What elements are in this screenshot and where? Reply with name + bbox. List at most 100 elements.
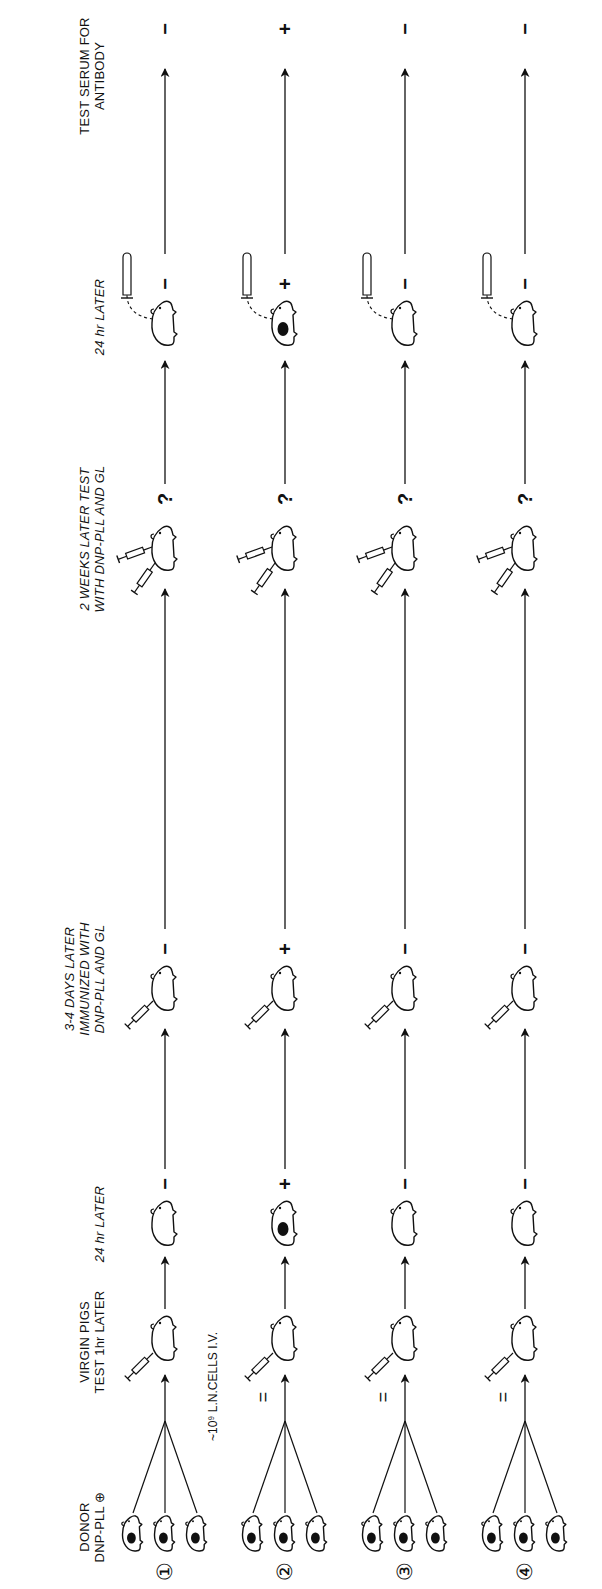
result-sign: − bbox=[394, 943, 417, 955]
flow-arrow bbox=[164, 1257, 165, 1309]
guinea-pig bbox=[271, 1201, 297, 1245]
flow-arrow bbox=[404, 69, 405, 254]
fan-line bbox=[284, 1421, 285, 1513]
stage-header: TEST SERUM FOR ANTIBODY bbox=[78, 12, 108, 140]
syringe bbox=[477, 543, 514, 563]
guinea-pig bbox=[511, 966, 537, 1010]
flow-arrow bbox=[164, 1029, 165, 1169]
guinea-pig bbox=[426, 1516, 447, 1551]
flow-arrow bbox=[284, 1257, 285, 1309]
guinea-pig bbox=[122, 1516, 143, 1551]
ditto-mark: = bbox=[253, 1392, 274, 1403]
guinea-pig bbox=[151, 966, 177, 1010]
syringe bbox=[491, 561, 518, 595]
test-tube-rim bbox=[481, 297, 493, 298]
guinea-pig bbox=[271, 301, 297, 345]
test-tube-rim bbox=[121, 297, 133, 298]
flow-arrow bbox=[284, 1029, 285, 1169]
flow-arrow bbox=[164, 589, 165, 929]
syringe bbox=[125, 998, 156, 1029]
flow-arrow bbox=[524, 1375, 525, 1421]
result-sign: ? bbox=[154, 493, 177, 505]
test-tube bbox=[483, 253, 491, 295]
guinea-pig bbox=[306, 1516, 327, 1551]
syringe bbox=[237, 543, 274, 563]
result-sign: − bbox=[394, 1178, 417, 1190]
flow-arrow bbox=[164, 1375, 165, 1421]
flow-arrow bbox=[524, 69, 525, 254]
result-sign: − bbox=[514, 1178, 537, 1190]
guinea-pig bbox=[362, 1516, 383, 1551]
fan-line bbox=[493, 1421, 525, 1513]
test-tube-rim bbox=[241, 297, 253, 298]
fan-line bbox=[165, 1421, 197, 1513]
fan-line bbox=[405, 1421, 437, 1513]
fan-line bbox=[253, 1421, 285, 1513]
flow-arrow bbox=[524, 1029, 525, 1169]
result-sign: − bbox=[154, 1178, 177, 1190]
guinea-pig bbox=[511, 1316, 537, 1360]
guinea-pig bbox=[511, 1201, 537, 1245]
test-tube bbox=[243, 253, 251, 295]
dose-note: ~10⁹ L.N.CELLS I.V. bbox=[207, 1332, 221, 1441]
test-tube-rim bbox=[361, 297, 373, 298]
flow-arrow bbox=[164, 361, 165, 484]
syringe bbox=[365, 998, 396, 1029]
guinea-pig bbox=[151, 301, 177, 345]
fan-line bbox=[404, 1421, 405, 1513]
flow-arrow bbox=[404, 361, 405, 484]
syringe bbox=[245, 998, 276, 1029]
result-sign: − bbox=[154, 278, 177, 290]
guinea-pig bbox=[391, 1316, 417, 1360]
syringe bbox=[485, 998, 516, 1029]
row-number: ① bbox=[153, 1562, 177, 1581]
flow-arrow bbox=[284, 361, 285, 484]
result-sign: − bbox=[394, 23, 417, 35]
guinea-pig bbox=[391, 1201, 417, 1245]
stage-header: VIRGIN PIGS TEST 1hr LATER bbox=[78, 1283, 108, 1401]
pig-drawings bbox=[117, 69, 567, 1551]
flow-arrow bbox=[404, 1257, 405, 1309]
row-number: ④ bbox=[513, 1562, 537, 1581]
flow-arrow bbox=[524, 589, 525, 929]
stage-header: DONOR DNP-PLL ⊕ bbox=[78, 1485, 108, 1569]
result-sign: ? bbox=[394, 493, 417, 505]
guinea-pig bbox=[546, 1516, 567, 1551]
stage-header: 3-4 DAYS LATER IMMUNIZED WITH DNP-PLL AN… bbox=[63, 910, 108, 1048]
syringe bbox=[485, 1350, 516, 1381]
syringe bbox=[117, 543, 154, 563]
syringe bbox=[131, 561, 158, 595]
result-sign: − bbox=[514, 23, 537, 35]
fan-line bbox=[164, 1421, 165, 1513]
guinea-pig bbox=[271, 1316, 297, 1360]
guinea-pig bbox=[514, 1516, 535, 1551]
guinea-pig bbox=[154, 1516, 175, 1551]
guinea-pig bbox=[482, 1516, 503, 1551]
flow-arrow bbox=[164, 69, 165, 254]
row-number: ③ bbox=[393, 1562, 417, 1581]
flow-arrow bbox=[524, 361, 525, 484]
result-sign: + bbox=[274, 23, 297, 35]
syringe bbox=[125, 1350, 156, 1381]
syringe bbox=[357, 543, 394, 563]
stage-header: 24 hr LATER bbox=[93, 271, 108, 363]
syringe bbox=[245, 1350, 276, 1381]
flow-arrow bbox=[404, 589, 405, 929]
syringe bbox=[371, 561, 398, 595]
guinea-pig bbox=[391, 966, 417, 1010]
guinea-pig bbox=[242, 1516, 263, 1551]
flow-arrow bbox=[404, 1375, 405, 1421]
fan-line bbox=[524, 1421, 525, 1513]
guinea-pig bbox=[151, 1316, 177, 1360]
fan-line bbox=[285, 1421, 317, 1513]
syringe bbox=[365, 1350, 396, 1381]
syringe bbox=[251, 561, 278, 595]
test-tube bbox=[363, 253, 371, 295]
fan-line bbox=[133, 1421, 165, 1513]
fan-line bbox=[525, 1421, 557, 1513]
stage-header: 2 WEEKS LATER TEST WITH DNP-PLL AND GL bbox=[78, 464, 108, 614]
guinea-pig bbox=[391, 301, 417, 345]
ditto-mark: = bbox=[493, 1392, 514, 1403]
flow-arrow bbox=[284, 69, 285, 254]
